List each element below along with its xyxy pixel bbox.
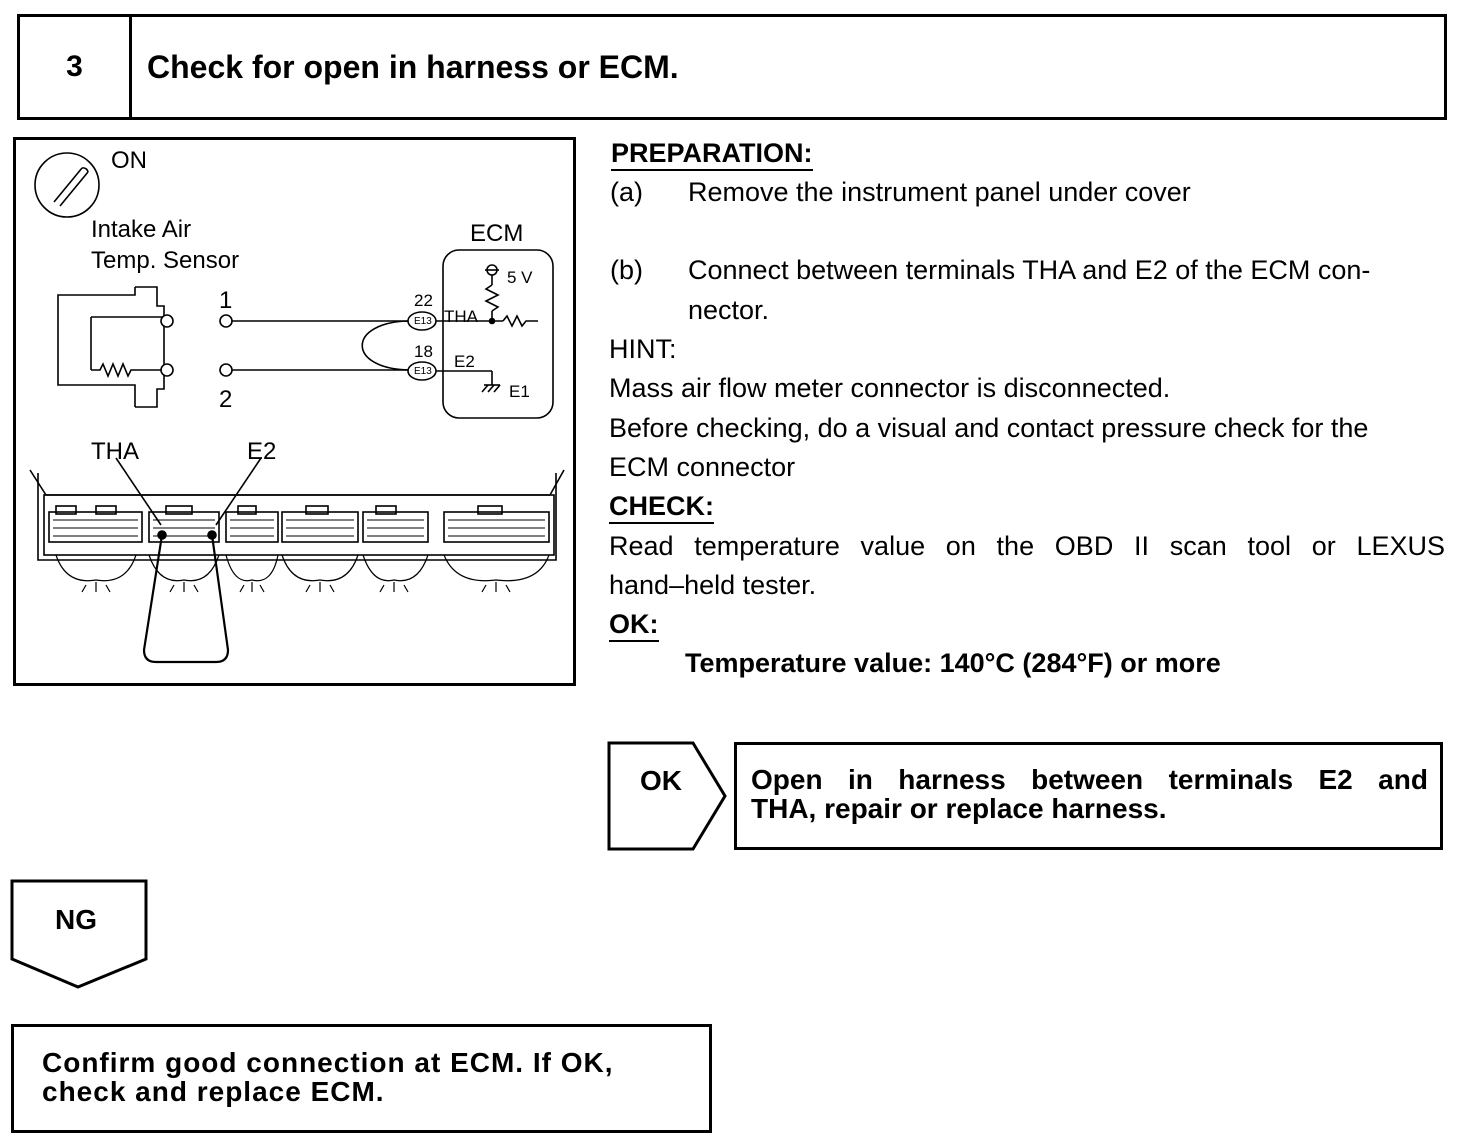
check-line1: Read temperature value on the OBD II sca… xyxy=(609,531,1445,561)
sensor-label-line2: Temp. Sensor xyxy=(91,247,240,274)
ok-specification: Temperature value: 140°C (284°F) or more xyxy=(685,648,1221,678)
ecm-label: ECM xyxy=(470,220,524,247)
sensor-label-line1: Intake Air xyxy=(91,216,192,243)
preparation-heading: PREPARATION: xyxy=(611,138,813,171)
wiring-diagram-graphic xyxy=(29,152,565,664)
step-header: 3 Check for open in harness or ECM. xyxy=(17,14,1447,120)
ok-result-line2: THA, repair or replace harness. xyxy=(751,793,1167,825)
connector-e2-label: E2 xyxy=(247,438,277,465)
step-b-marker: (b) xyxy=(610,255,643,285)
ok-result-word: harness xyxy=(898,764,1006,795)
hint-line1: Mass air flow meter connector is disconn… xyxy=(609,373,1171,403)
step-a-marker: (a) xyxy=(610,177,643,207)
ok-branch-tag xyxy=(607,741,727,851)
wiring-diagram: ON Intake Air Temp. Sensor ECM 5 V 1 2 2… xyxy=(13,137,576,686)
step-a-text: Remove the instrument panel under cover xyxy=(688,177,1191,207)
ecm-terminal-22: 22 xyxy=(414,291,433,310)
ok-result-box: Open in harness between terminals E2 and… xyxy=(734,742,1443,850)
ecm-terminal-18: 18 xyxy=(414,342,433,361)
sensor-pin-1: 1 xyxy=(219,287,233,314)
hint-label: HINT: xyxy=(609,334,677,364)
step-number: 3 xyxy=(20,17,132,117)
step-b-line2: nector. xyxy=(688,295,770,325)
ng-action-line2: check and replace ECM. xyxy=(42,1076,385,1108)
ok-tag-label: OK xyxy=(640,765,682,796)
ng-tag-label: NG xyxy=(55,904,97,935)
ok-result-line1: Open in harness between terminals E2 and xyxy=(751,764,1428,795)
ok-result-word: in xyxy=(847,764,873,795)
connector-tha-label: THA xyxy=(91,438,139,465)
ok-heading-text: OK: xyxy=(609,609,659,642)
ng-branch-tag xyxy=(10,879,148,989)
connector-code-e13-upper: E13 xyxy=(414,316,432,327)
check-line2: hand–held tester. xyxy=(609,570,817,600)
ecm-tha-label: THA xyxy=(444,307,478,326)
ng-action-box: Confirm good connection at ECM. If OK, c… xyxy=(11,1024,712,1133)
ng-action-line1: Confirm good connection at ECM. If OK, xyxy=(42,1047,614,1078)
step-title: Check for open in harness or ECM. xyxy=(147,48,679,85)
check-heading: CHECK: xyxy=(609,491,714,524)
ignition-on-label: ON xyxy=(111,147,147,174)
ok-result-word: E2 xyxy=(1318,764,1353,795)
check-heading-text: CHECK: xyxy=(609,491,714,524)
ecm-e2-label: E2 xyxy=(454,352,475,371)
hint-line3: ECM connector xyxy=(609,452,796,482)
connector-code-e13-lower: E13 xyxy=(414,366,432,377)
ok-result-word: terminals xyxy=(1168,764,1294,795)
ignition-key-icon xyxy=(34,152,100,218)
ok-result-word: Open xyxy=(751,764,823,795)
sensor-pin-2: 2 xyxy=(219,386,233,413)
ecm-e1-label: E1 xyxy=(509,382,530,401)
ok-result-word: between xyxy=(1031,764,1144,795)
hint-line2: Before checking, do a visual and contact… xyxy=(609,413,1369,443)
supply-voltage-label: 5 V xyxy=(507,268,533,287)
ok-heading: OK: xyxy=(609,609,659,642)
step-b-line1: Connect between terminals THA and E2 of … xyxy=(688,255,1371,285)
preparation-heading-text: PREPARATION: xyxy=(611,138,813,171)
ok-result-word: and xyxy=(1378,764,1428,795)
